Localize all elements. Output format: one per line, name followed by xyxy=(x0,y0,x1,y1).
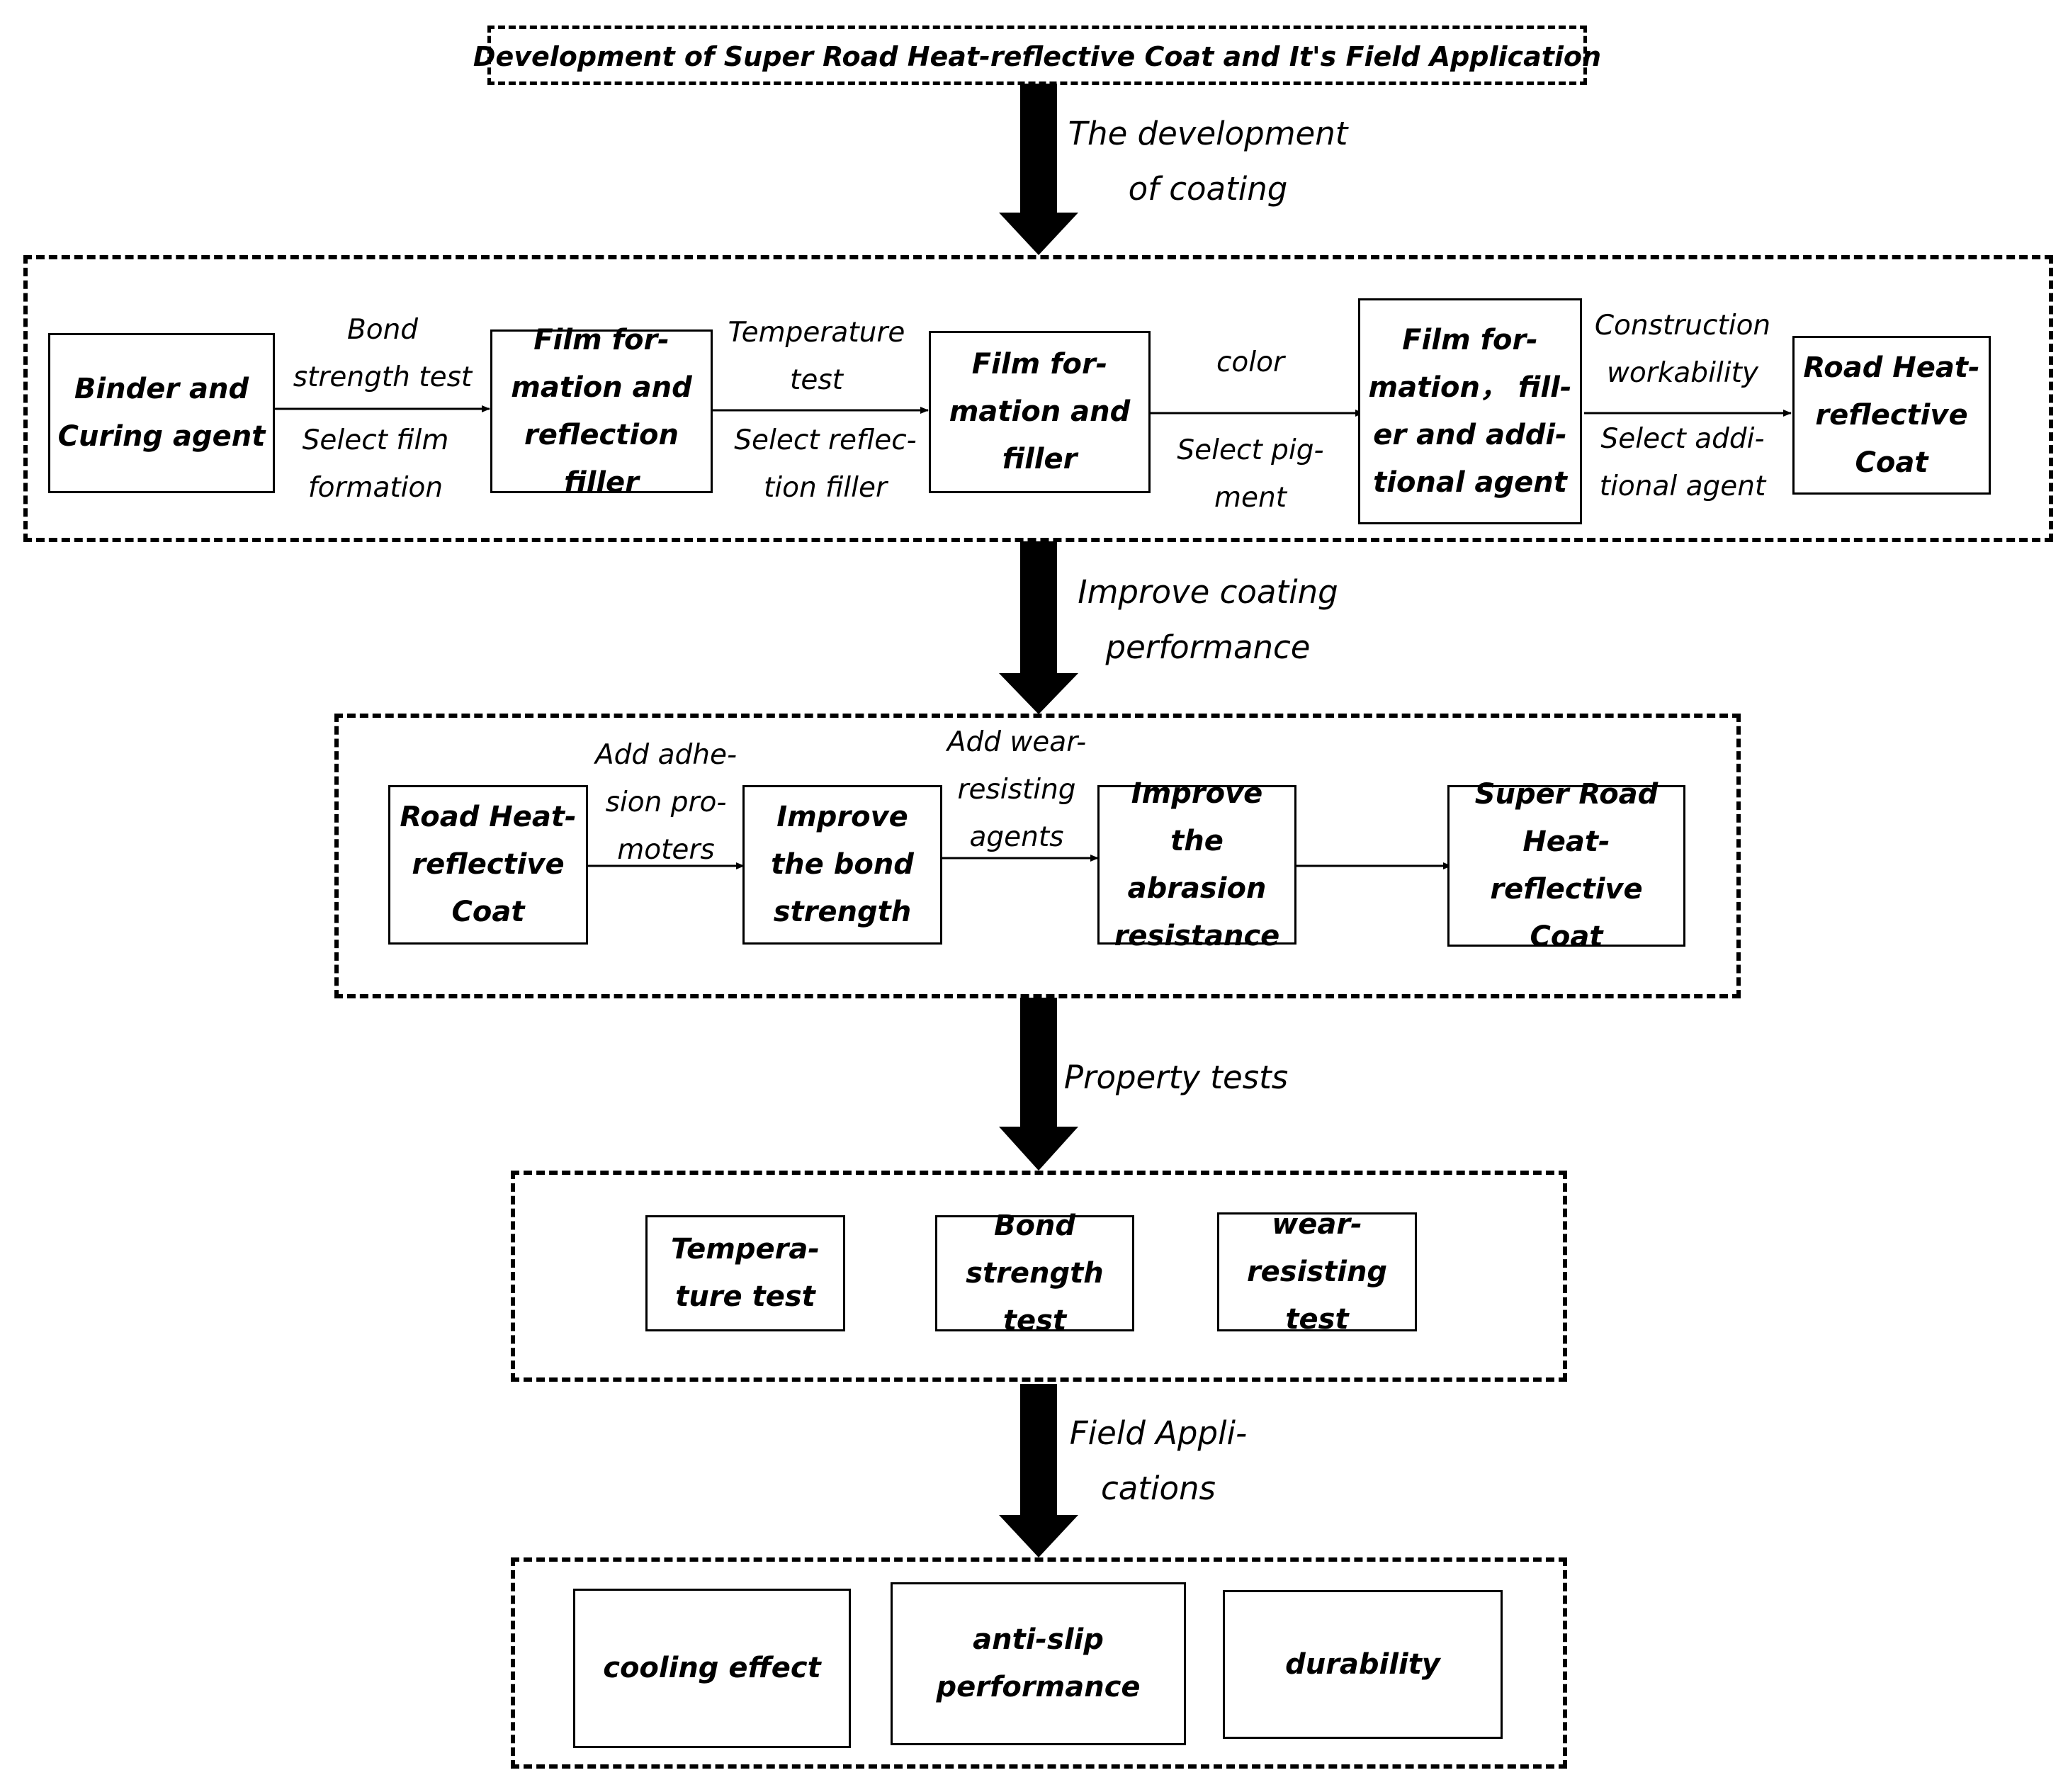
dev-edge-1-above: Bond strength test xyxy=(293,314,473,393)
diagram-title: Development of Super Road Heat-reflectiv… xyxy=(473,41,1602,72)
imp-edge-2-above: Add wear- resisting agents xyxy=(947,726,1087,853)
dev-box-binder: Binder and Curing agent xyxy=(48,333,275,493)
stage-label-field: Field Appli- cations xyxy=(1069,1414,1248,1507)
dev-edge-1-below: Select film formation xyxy=(302,424,449,504)
dev-edge-2-above: Temperature test xyxy=(728,317,905,396)
improve-frame xyxy=(334,714,1741,998)
prop-box-temperature: Tempera- ture test xyxy=(645,1215,845,1331)
development-frame xyxy=(23,255,2053,542)
prop-box-bond: Bond strength test xyxy=(935,1210,1134,1337)
property-frame xyxy=(511,1171,1567,1382)
dev-box-road-coat: Road Heat- reflective Coat xyxy=(1792,336,1991,495)
stage-label-property: Property tests xyxy=(1063,1059,1289,1096)
title-frame xyxy=(487,26,1587,85)
dev-edge-2-below: Select reflec- tion filler xyxy=(734,424,917,504)
dev-box-film-additional: Film for- mation， fill- er and addi- tio… xyxy=(1358,298,1582,524)
dev-edge-3-below: Select pig- ment xyxy=(1177,434,1324,514)
stage-label-improve: Improve coating performance xyxy=(1078,573,1338,666)
prop-box-wear: wear- resisting test xyxy=(1217,1208,1417,1336)
imp-edge-1-above: Add adhe- sion pro- moters xyxy=(594,739,738,866)
field-frame xyxy=(511,1557,1567,1769)
field-box-cooling: cooling effect xyxy=(573,1589,851,1748)
imp-box-bond-strength: Improve the bond strength xyxy=(742,785,942,945)
imp-box-road-coat: Road Heat- reflective Coat xyxy=(388,785,588,945)
dev-edge-4-above: Construction workability xyxy=(1594,310,1771,389)
dev-box-film-filler: Film for- mation and filler xyxy=(929,331,1151,493)
dev-edge-4-below: Select addi- tional agent xyxy=(1599,423,1766,502)
dev-box-film-reflection: Film for- mation and reflection filler xyxy=(490,324,713,499)
dev-edge-3-above: color xyxy=(1216,346,1285,378)
stage-label-development: The development of coating xyxy=(1068,115,1348,208)
field-box-durability: durability xyxy=(1223,1590,1503,1739)
field-box-anti-slip: anti-slip performance xyxy=(891,1582,1186,1745)
imp-box-super-coat: Super Road Heat-reflective Coat xyxy=(1447,778,1685,953)
imp-box-abrasion: Improve the abrasion resistance xyxy=(1097,777,1296,952)
